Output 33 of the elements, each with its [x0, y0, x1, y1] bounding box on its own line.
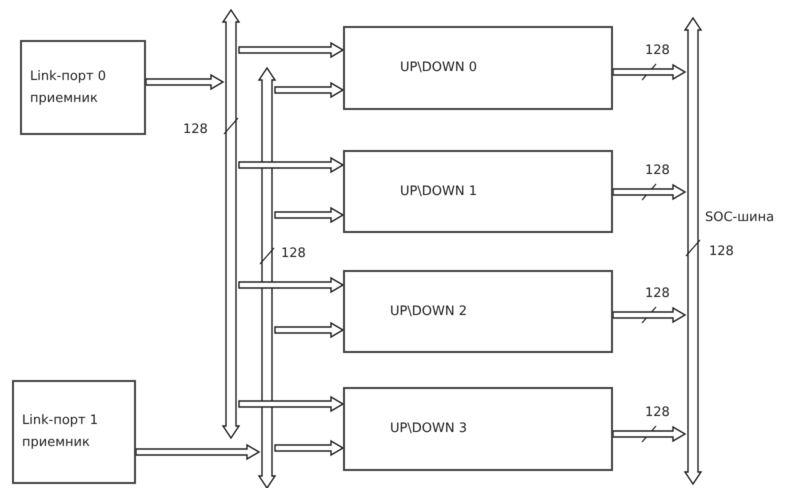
bus-arrow — [274, 322, 344, 338]
bus-width-label: 128 — [183, 122, 208, 137]
process-box — [12, 380, 136, 484]
process-box — [343, 26, 613, 110]
bus-arrow — [612, 184, 686, 200]
bus-arrow — [274, 82, 344, 98]
box-label: Link-порт 1 приемник — [22, 412, 99, 452]
bus-name-label: SOC-шина — [705, 210, 774, 225]
bus-arrow — [238, 42, 344, 58]
bus-arrow — [259, 68, 275, 488]
bus-arrow — [135, 444, 260, 460]
bus-arrow — [274, 440, 344, 456]
bus-arrow — [238, 156, 344, 174]
process-box — [343, 387, 613, 471]
box-label: UP\DOWN 3 — [390, 420, 467, 438]
process-box — [343, 150, 613, 233]
bus-arrow — [612, 426, 686, 442]
bus-arrow — [685, 18, 701, 484]
box-label: Link-порт 0 приемник — [30, 68, 107, 108]
box-label: UP\DOWN 0 — [400, 59, 477, 77]
bus-width-label: 128 — [281, 246, 306, 261]
process-box — [20, 40, 146, 135]
bus-arrow — [612, 64, 686, 80]
bus-arrow — [274, 206, 344, 224]
bus-arrow — [238, 396, 344, 412]
bus-arrow — [223, 10, 239, 438]
bus-width-label: 128 — [709, 244, 734, 259]
process-box — [343, 270, 613, 353]
bus-arrow — [145, 74, 224, 90]
bus-arrow — [238, 276, 344, 294]
bus-arrow — [612, 306, 686, 324]
box-label: UP\DOWN 1 — [400, 182, 477, 200]
box-label: UP\DOWN 2 — [390, 302, 467, 320]
